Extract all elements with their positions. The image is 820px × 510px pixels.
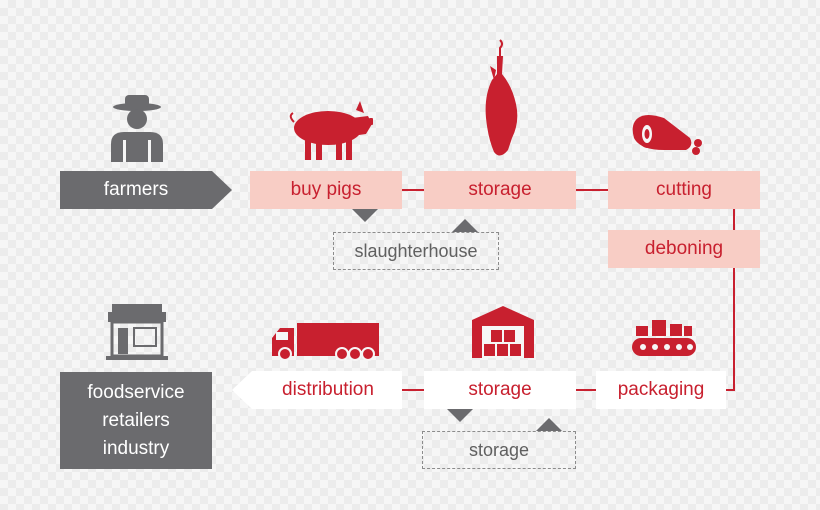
- farmers-label: farmers: [103, 179, 169, 200]
- destination-box-shape: [60, 372, 212, 469]
- storage-dashed-box: storage: [422, 431, 576, 469]
- down-triangle-icon: [447, 409, 473, 422]
- destination-line-industry: industry: [102, 437, 170, 459]
- step-storage-top: storage: [424, 171, 576, 209]
- pig-icon: [289, 101, 373, 160]
- hanging-carcass-icon: [485, 39, 518, 156]
- step-packaging: packaging: [596, 371, 726, 409]
- step-storage-bottom: storage: [424, 371, 576, 409]
- conveyor-belt-icon: [632, 320, 696, 356]
- destination-line-retailers: retailers: [102, 409, 170, 431]
- step-cutting: cutting: [608, 171, 760, 209]
- farmers-arrow-shape: [60, 171, 232, 209]
- down-triangle-icon: [352, 209, 378, 222]
- slaughterhouse-box: slaughterhouse: [333, 232, 499, 270]
- step-deboning: deboning: [608, 230, 760, 268]
- destination-arrow-shape: [232, 371, 402, 409]
- warehouse-icon: [472, 306, 534, 358]
- connector-cutting-packaging: [726, 209, 735, 391]
- step-buy-pigs: buy pigs: [250, 171, 402, 209]
- farmer-icon: [111, 95, 163, 162]
- step-distribution: distribution: [282, 379, 374, 400]
- destination-line-foodservice: foodservice: [87, 381, 185, 403]
- up-triangle-icon: [452, 219, 478, 232]
- ham-icon: [632, 115, 702, 155]
- truck-icon: [272, 323, 379, 361]
- up-triangle-icon: [536, 418, 562, 431]
- destination-box: foodservice retailers industry: [60, 372, 212, 469]
- shop-icon: [106, 304, 168, 360]
